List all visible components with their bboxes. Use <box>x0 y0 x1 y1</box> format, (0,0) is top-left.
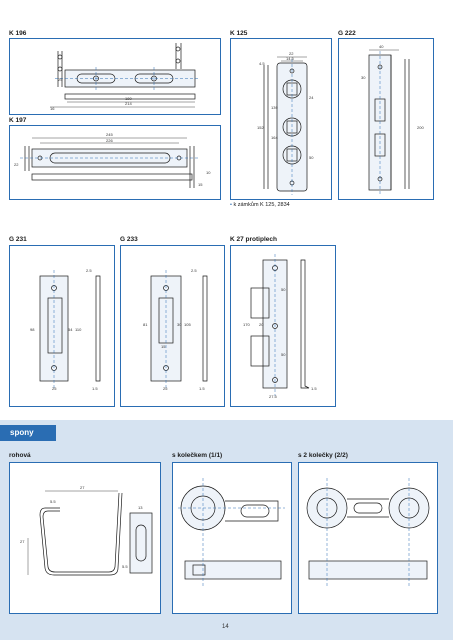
s-2-kolecky-drawing-panel <box>298 462 438 614</box>
g231-drawing-panel: 2.5 98 54 110 25 1.5 <box>9 245 115 407</box>
k125-dim-2: 4.5 <box>259 61 265 66</box>
g231-dim-5: 25 <box>52 386 57 391</box>
k125-dim-1: 22 <box>289 51 294 56</box>
k196-dim-4: 16 <box>50 106 55 111</box>
g233-dim-6: 25 <box>163 386 168 391</box>
k197-dim-5: 10 <box>206 170 211 175</box>
rohova-dim-5: 5.5 <box>122 564 128 569</box>
rohova-dim-1: 27 <box>80 485 85 490</box>
spony-section-tab: spony <box>0 425 56 441</box>
g233-drawing: 2.5 81 30 105 15 25 1.5 <box>143 268 208 391</box>
g222-dim-2: 30 <box>361 75 366 80</box>
g231-dim-3: 54 <box>68 327 73 332</box>
k196-dim-2: 180 <box>125 96 132 101</box>
k27-dim-4: 20 <box>259 322 264 327</box>
k125-dim-6: 164 <box>271 135 278 140</box>
section-title-s-koleckem: s kolečkem (1/1) <box>172 452 223 459</box>
bullet-icon: • <box>230 202 232 208</box>
k196-drawing-panel: 25 180 214 16 <box>9 38 221 115</box>
g231-drawing: 2.5 98 54 110 25 1.5 <box>30 268 101 391</box>
k196-drawing: 25 180 214 16 <box>50 43 200 111</box>
k27-dim-6: 1.5 <box>311 386 317 391</box>
section-title-k125: K 125 <box>230 30 248 37</box>
k125-drawing: 22 4.5 14.5 139 152 164 24 50 <box>257 51 314 195</box>
g231-dim-1: 2.5 <box>86 268 92 273</box>
k125-dim-4: 139 <box>271 105 278 110</box>
rohova-drawing: 27 5.5 13 27 5.5 <box>20 485 153 576</box>
rohova-dim-3: 13 <box>138 505 143 510</box>
k27-drawing-panel: 170 50 50 20 27.5 1.5 <box>230 245 336 407</box>
k27-dim-5: 27.5 <box>269 394 278 399</box>
s-2-kolecky-drawing <box>306 478 430 588</box>
g233-dim-3: 30 <box>177 322 182 327</box>
rohova-dim-4: 27 <box>20 539 25 544</box>
g233-dim-7: 1.5 <box>199 386 205 391</box>
k27-dim-1: 170 <box>243 322 250 327</box>
k197-dim-3: 22 <box>14 162 19 167</box>
k125-dim-8: 50 <box>309 155 314 160</box>
k197-dim-2: 226 <box>106 138 113 143</box>
k125-note-text: k zámkům K 125, 2834 <box>233 202 290 208</box>
s-koleckem-drawing <box>178 478 285 588</box>
section-title-s-2-kolecky: s 2 kolečky (2/2) <box>298 452 348 459</box>
section-title-rohova: rohová <box>9 452 31 459</box>
k125-dim-5: 152 <box>257 125 264 130</box>
section-title-g222: G 222 <box>338 30 356 37</box>
g231-dim-2: 98 <box>30 327 35 332</box>
g222-dim-1: 40 <box>379 44 384 49</box>
g231-dim-4: 110 <box>75 327 82 332</box>
k197-drawing: 245 226 22 15 10 <box>14 132 211 188</box>
g222-drawing: 40 30 200 <box>361 44 424 195</box>
k125-drawing-panel: 22 4.5 14.5 139 152 164 24 50 <box>230 38 332 200</box>
section-title-k27: K 27 protiplech <box>230 236 277 243</box>
k197-dim-1: 245 <box>106 132 113 137</box>
k27-dim-2: 50 <box>281 287 286 292</box>
k197-dim-4: 15 <box>198 182 203 187</box>
page-number: 14 <box>222 624 229 630</box>
section-title-k196: K 196 <box>9 30 27 37</box>
k125-dim-3: 14.5 <box>286 56 295 61</box>
g222-drawing-panel: 40 30 200 <box>338 38 434 200</box>
g233-drawing-panel: 2.5 81 30 105 15 25 1.5 <box>120 245 225 407</box>
g233-dim-5: 15 <box>161 344 166 349</box>
k125-dim-7: 24 <box>309 95 314 100</box>
g233-dim-4: 105 <box>184 322 191 327</box>
section-title-g231: G 231 <box>9 236 27 243</box>
g233-dim-1: 2.5 <box>191 268 197 273</box>
k196-dim-1: 25 <box>58 77 63 82</box>
k197-drawing-panel: 245 226 22 15 10 <box>9 125 221 200</box>
s-koleckem-drawing-panel <box>172 462 292 614</box>
g233-dim-2: 81 <box>143 322 148 327</box>
rohova-dim-2: 5.5 <box>50 499 56 504</box>
g222-dim-3: 200 <box>417 125 424 130</box>
k196-dim-3: 214 <box>125 101 132 106</box>
section-title-k197: K 197 <box>9 117 27 124</box>
rohova-drawing-panel: 27 5.5 13 27 5.5 <box>9 462 161 614</box>
k125-note: • k zámkům K 125, 2834 <box>230 202 290 208</box>
k27-drawing: 170 50 50 20 27.5 1.5 <box>243 254 317 399</box>
g231-dim-6: 1.5 <box>92 386 98 391</box>
section-title-g233: G 233 <box>120 236 138 243</box>
k27-dim-3: 50 <box>281 352 286 357</box>
